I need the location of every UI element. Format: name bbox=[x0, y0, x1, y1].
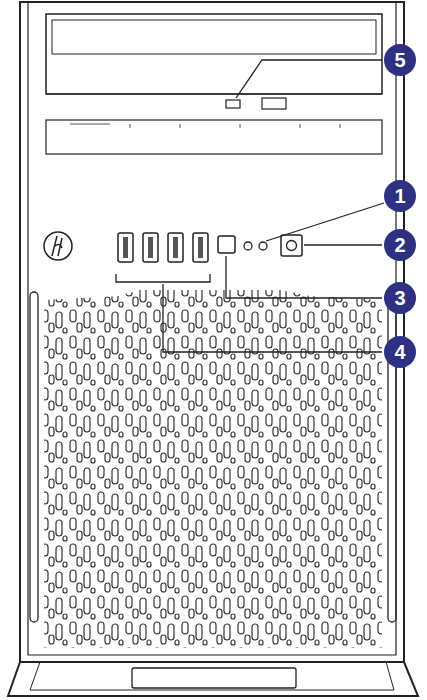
callout-number: 5 bbox=[384, 44, 416, 76]
callout-number: 1 bbox=[384, 180, 416, 212]
optical-drive bbox=[46, 14, 382, 154]
leader-lines bbox=[163, 60, 384, 352]
callout-circles bbox=[384, 44, 416, 368]
usb-ports bbox=[116, 233, 210, 282]
vent-grille bbox=[40, 282, 386, 652]
callout-number: 4 bbox=[384, 336, 416, 368]
callout-number: 3 bbox=[384, 282, 416, 314]
tower-housing bbox=[8, 2, 418, 696]
callout-number: 2 bbox=[384, 229, 416, 261]
hp-logo bbox=[44, 232, 72, 260]
front-controls bbox=[218, 235, 302, 256]
